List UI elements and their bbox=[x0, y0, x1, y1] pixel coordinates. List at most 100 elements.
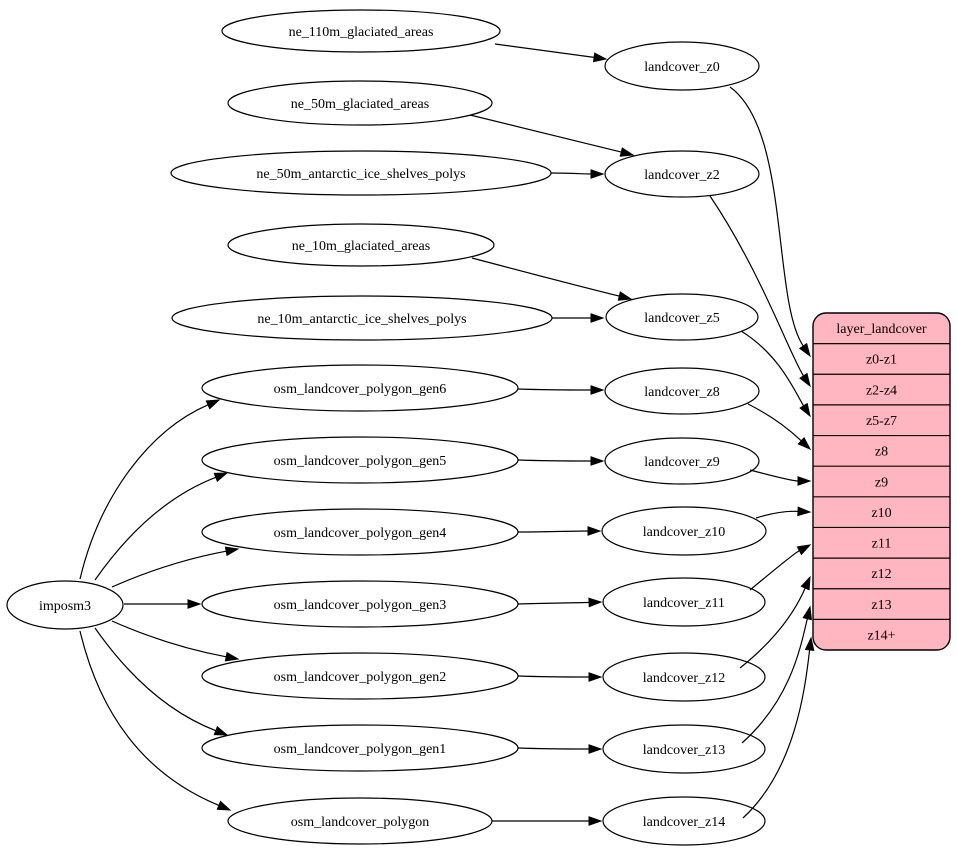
edge-line bbox=[749, 550, 800, 591]
node-ellipse-landcover_z14 bbox=[602, 796, 766, 846]
edge-ne_50m_glaciated_areas-to-landcover_z2 bbox=[469, 114, 635, 157]
arrowhead-icon bbox=[587, 526, 602, 536]
arrowhead-icon bbox=[802, 605, 812, 621]
node-label-landcover_z10: landcover_z10 bbox=[643, 525, 725, 540]
edge-ne_110m_glaciated_areas-to-landcover_z0 bbox=[494, 43, 608, 63]
node-ne_10m_antarctic_ice_shelves_polys: ne_10m_antarctic_ice_shelves_polys bbox=[171, 295, 553, 341]
edge-osm_landcover_polygon_gen1-to-landcover_z13 bbox=[517, 744, 603, 754]
arrowhead-icon bbox=[590, 385, 605, 395]
edge-osm_landcover_polygon_gen2-to-landcover_z12 bbox=[517, 672, 603, 682]
node-osm_landcover_polygon_gen3: osm_landcover_polygon_gen3 bbox=[201, 580, 519, 628]
edge-line bbox=[517, 747, 590, 750]
arrowhead-icon bbox=[800, 575, 811, 591]
edge-line bbox=[739, 587, 806, 669]
node-label-landcover_z9: landcover_z9 bbox=[644, 455, 719, 470]
node-label-landcover_z12: landcover_z12 bbox=[643, 671, 725, 686]
node-ellipse-landcover_z9 bbox=[604, 437, 760, 485]
arrowhead-icon bbox=[588, 744, 603, 754]
edge-line bbox=[550, 172, 592, 175]
arrowhead-icon bbox=[224, 651, 240, 662]
edge-landcover_z2-to-layer_landcover:z2-z4 bbox=[709, 195, 811, 388]
arrowhead-icon bbox=[798, 342, 811, 358]
node-label-landcover_z13: landcover_z13 bbox=[643, 743, 725, 758]
node-label-ne_50m_glaciated_areas: ne_50m_glaciated_areas bbox=[291, 97, 429, 112]
node-osm_landcover_polygon_gen2: osm_landcover_polygon_gen2 bbox=[201, 652, 519, 700]
node-ellipse-osm_landcover_polygon_gen6 bbox=[201, 364, 519, 412]
node-label-landcover_z8: landcover_z8 bbox=[644, 385, 719, 400]
edge-osm_landcover_polygon-to-landcover_z14 bbox=[492, 816, 603, 826]
node-label-osm_landcover_polygon_gen4: osm_landcover_polygon_gen4 bbox=[274, 526, 447, 541]
edge-landcover_z8-to-layer_landcover:z8 bbox=[747, 403, 812, 451]
edge-line bbox=[517, 388, 592, 391]
arrowhead-icon bbox=[592, 52, 608, 63]
arrowhead-icon bbox=[205, 399, 221, 410]
record-row-z0-z1: z0-z1 bbox=[866, 353, 897, 368]
arrowhead-icon bbox=[797, 506, 812, 517]
edge-ne_50m_antarctic_ice_shelves_polys-to-landcover_z2 bbox=[550, 169, 605, 179]
node-landcover_z0: landcover_z0 bbox=[604, 41, 760, 91]
edge-line bbox=[740, 330, 805, 407]
edge-line bbox=[494, 43, 595, 58]
edge-ne_10m_antarctic_ice_shelves_polys-to-landcover_z5 bbox=[552, 313, 605, 323]
node-label-ne_10m_glaciated_areas: ne_10m_glaciated_areas bbox=[292, 239, 430, 254]
node-landcover_z14: landcover_z14 bbox=[602, 796, 766, 846]
edge-osm_landcover_polygon_gen6-to-landcover_z8 bbox=[517, 385, 605, 395]
node-ne_50m_glaciated_areas: ne_50m_glaciated_areas bbox=[227, 80, 493, 126]
record-row-z14+: z14+ bbox=[867, 628, 895, 643]
edge-landcover_z9-to-layer_landcover:z9 bbox=[749, 469, 812, 486]
edge-line bbox=[111, 620, 227, 658]
edge-imposm3-to-osm_landcover_polygon_gen5 bbox=[94, 472, 229, 581]
edge-line bbox=[111, 550, 227, 588]
arrowhead-icon bbox=[213, 725, 229, 736]
arrowhead-icon bbox=[804, 636, 815, 651]
edge-landcover_z13-to-layer_landcover:z13 bbox=[741, 605, 812, 744]
edge-imposm3-to-osm_landcover_polygon bbox=[79, 630, 232, 811]
edge-osm_landcover_polygon_gen3-to-landcover_z11 bbox=[517, 597, 603, 608]
arrowhead-icon bbox=[588, 672, 603, 682]
arrowhead-icon bbox=[797, 476, 812, 486]
node-ellipse-landcover_z10 bbox=[601, 506, 767, 556]
node-ne_50m_antarctic_ice_shelves_polys: ne_50m_antarctic_ice_shelves_polys bbox=[170, 150, 552, 196]
arrowhead-icon bbox=[619, 147, 635, 157]
node-label-osm_landcover_polygon_gen3: osm_landcover_polygon_gen3 bbox=[274, 598, 447, 613]
node-label-landcover_z5: landcover_z5 bbox=[644, 311, 719, 326]
edge-landcover_z0-to-layer_landcover:z0-z1 bbox=[729, 86, 811, 358]
node-landcover_z2: landcover_z2 bbox=[604, 150, 760, 198]
edge-line bbox=[517, 530, 589, 533]
node-ellipse-ne_10m_glaciated_areas bbox=[227, 223, 495, 267]
edge-landcover_z14-to-layer_landcover:z14+ bbox=[742, 636, 815, 819]
arrowhead-icon bbox=[187, 599, 202, 609]
edge-line bbox=[747, 403, 802, 442]
node-imposm3: imposm3 bbox=[6, 580, 124, 630]
edge-osm_landcover_polygon_gen5-to-landcover_z9 bbox=[517, 456, 605, 466]
record-row-z13: z13 bbox=[871, 598, 891, 613]
record-node-layer_landcover: layer_landcoverz0-z1z2-z4z5-z7z8z9z10z11… bbox=[812, 312, 951, 651]
record-row-z12: z12 bbox=[871, 567, 891, 582]
edge-line bbox=[94, 627, 217, 732]
node-label-landcover_z0: landcover_z0 bbox=[644, 60, 719, 75]
node-label-osm_landcover_polygon_gen5: osm_landcover_polygon_gen5 bbox=[274, 454, 447, 469]
edge-line bbox=[742, 649, 811, 819]
arrowhead-icon bbox=[216, 800, 232, 811]
node-label-osm_landcover_polygon_gen1: osm_landcover_polygon_gen1 bbox=[274, 742, 447, 757]
node-landcover_z9: landcover_z9 bbox=[604, 437, 760, 485]
record-row-z5-z7: z5-z7 bbox=[866, 414, 897, 429]
record-row-z10: z10 bbox=[871, 506, 891, 521]
node-ne_110m_glaciated_areas: ne_110m_glaciated_areas bbox=[221, 9, 501, 53]
arrowhead-icon bbox=[799, 402, 811, 418]
node-ellipse-ne_110m_glaciated_areas bbox=[221, 9, 501, 53]
edge-imposm3-to-osm_landcover_polygon_gen2 bbox=[111, 620, 240, 662]
arrowhead-icon bbox=[799, 372, 811, 388]
edge-imposm3-to-osm_landcover_polygon_gen1 bbox=[94, 627, 229, 736]
edge-landcover_z10-to-layer_landcover:z10 bbox=[755, 506, 812, 519]
record-row-z9: z9 bbox=[875, 475, 888, 490]
node-label-ne_50m_antarctic_ice_shelves_polys: ne_50m_antarctic_ice_shelves_polys bbox=[256, 167, 465, 182]
record-row-z2-z4: z2-z4 bbox=[866, 383, 897, 398]
node-osm_landcover_polygon_gen5: osm_landcover_polygon_gen5 bbox=[201, 436, 519, 484]
record-title: layer_landcover bbox=[836, 322, 927, 337]
edge-ne_10m_glaciated_areas-to-landcover_z5 bbox=[471, 257, 633, 301]
node-label-osm_landcover_polygon_gen6: osm_landcover_polygon_gen6 bbox=[274, 382, 447, 397]
edge-imposm3-to-osm_landcover_polygon_gen4 bbox=[111, 546, 240, 588]
